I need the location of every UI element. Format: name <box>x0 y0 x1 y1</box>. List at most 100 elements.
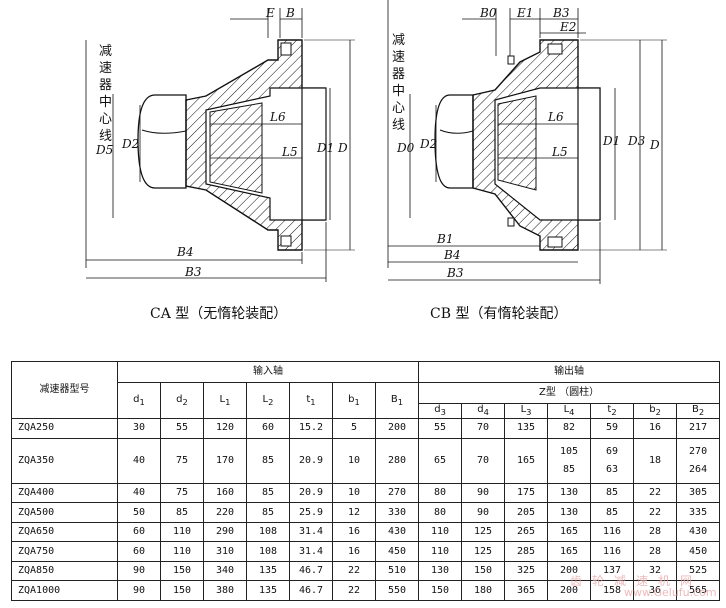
value-cell: 220 <box>203 502 247 523</box>
cb-label-b1: B1 <box>436 232 453 246</box>
output-col-t2: t2 <box>590 403 635 419</box>
value-cell: 90 <box>461 502 506 523</box>
value-cell: 31.4 <box>289 521 333 543</box>
value-cell: 550 <box>374 580 420 601</box>
value-cell: 135 <box>246 580 290 601</box>
ca-label-e: E <box>265 6 275 20</box>
ca-caption: CA 型（无惰轮装配） <box>150 306 287 322</box>
ca-vlabel-0: 减 <box>99 44 112 59</box>
value-cell: 110 <box>418 541 463 562</box>
ca-vertical-label: 减 速 器 中 心 线 <box>99 44 112 144</box>
model-header: 减速器型号 <box>11 361 118 419</box>
value-cell: 16 <box>633 418 678 439</box>
value-cell: 60 <box>117 541 161 562</box>
input-col-d1: d1 <box>117 382 161 419</box>
watermark-url: www.Gelufu.com <box>624 586 717 599</box>
ca-label-b3: B3 <box>184 265 202 279</box>
cb-dim-labels: B0 E1 B3 E2 L6 L5 D0 D2 D1 D3 D B1 B4 B3… <box>396 6 660 322</box>
watermark-text: 齿轮减速机网 <box>570 574 703 588</box>
value-cell: 120 <box>203 418 247 439</box>
value-cell: 285 <box>504 541 549 562</box>
value-cell: 265 <box>504 521 549 543</box>
input-col-t1: t1 <box>289 382 333 419</box>
cb-label-l5: L5 <box>551 145 568 159</box>
value-cell: 70 <box>461 437 506 484</box>
value-cell: 130 <box>418 560 463 582</box>
value-cell: 450 <box>374 541 420 562</box>
model-cell: ZQA750 <box>11 541 118 562</box>
value-cell: 25.9 <box>289 502 333 523</box>
model-cell: ZQA1000 <box>11 580 118 601</box>
value-cell: 180 <box>461 580 506 601</box>
value-cell: 217 <box>676 418 721 439</box>
cb-vlabel-4: 心 <box>392 101 405 116</box>
value-cell: 28 <box>633 521 678 543</box>
ca-label-d1: D1 <box>316 141 334 155</box>
cb-label-b3: B3 <box>446 266 464 280</box>
input-col-d2: d2 <box>160 382 204 419</box>
value-cell: 55 <box>418 418 463 439</box>
value-cell: 60 <box>117 521 161 543</box>
cb-drawing <box>387 0 667 284</box>
value-cell: 130 <box>547 502 592 523</box>
output-col-b2: b2 <box>633 403 678 419</box>
value-cell: 335 <box>676 502 721 523</box>
ca-label-b4: B4 <box>176 245 193 259</box>
cb-vlabel-1: 速 <box>392 50 405 65</box>
value-cell: 90 <box>117 580 161 601</box>
value-cell: 22 <box>332 560 376 582</box>
value-cell: 22 <box>633 482 678 504</box>
cb-vlabel-0: 减 <box>392 33 405 48</box>
ca-label-l6: L6 <box>269 110 286 124</box>
value-cell: 108 <box>246 521 290 543</box>
cb-label-d0: D0 <box>396 141 415 155</box>
value-cell: 85 <box>246 502 290 523</box>
value-cell: 116 <box>590 521 635 543</box>
model-cell: ZQA350 <box>11 437 118 484</box>
value-cell: 305 <box>676 482 721 504</box>
value-cell: 10 <box>332 437 376 484</box>
cb-label-e1: E1 <box>516 6 533 20</box>
value-cell: 5 <box>332 418 376 439</box>
value-cell: 22 <box>332 580 376 601</box>
value-cell: 205 <box>504 502 549 523</box>
ca-vlabel-5: 线 <box>99 129 112 144</box>
value-cell: 150 <box>160 580 204 601</box>
value-cell: 85 <box>590 502 635 523</box>
value-cell: 31.4 <box>289 541 333 562</box>
ca-drawing <box>85 8 355 282</box>
input-col-L2: L2 <box>246 382 290 419</box>
value-cell: 150 <box>418 580 463 601</box>
cb-label-b4: B4 <box>443 248 460 262</box>
output-col-d4: d4 <box>461 403 506 419</box>
value-cell: 60 <box>246 418 290 439</box>
value-cell: 130 <box>547 482 592 504</box>
value-cell: 108 <box>246 541 290 562</box>
value-cell: 110 <box>418 521 463 543</box>
value-cell: 280 <box>374 437 420 484</box>
value-cell: 75 <box>160 482 204 504</box>
ca-label-l5: L5 <box>281 145 298 159</box>
cb-label-d2: D2 <box>419 137 437 151</box>
ca-dim-labels: E B L6 L5 D2 D5 D1 D B4 B3 CA 型（无惰轮装配） <box>95 6 348 322</box>
value-cell: 85 <box>590 482 635 504</box>
value-cell: 325 <box>504 560 549 582</box>
output-shaft-header: 输出轴 <box>418 361 721 383</box>
value-cell: 150 <box>461 560 506 582</box>
value-cell: 110 <box>160 521 204 543</box>
value-cell: 10 <box>332 482 376 504</box>
value-cell: 55 <box>160 418 204 439</box>
value-cell: 116 <box>590 541 635 562</box>
value-cell: 85 <box>246 482 290 504</box>
value-cell: 16 <box>332 541 376 562</box>
